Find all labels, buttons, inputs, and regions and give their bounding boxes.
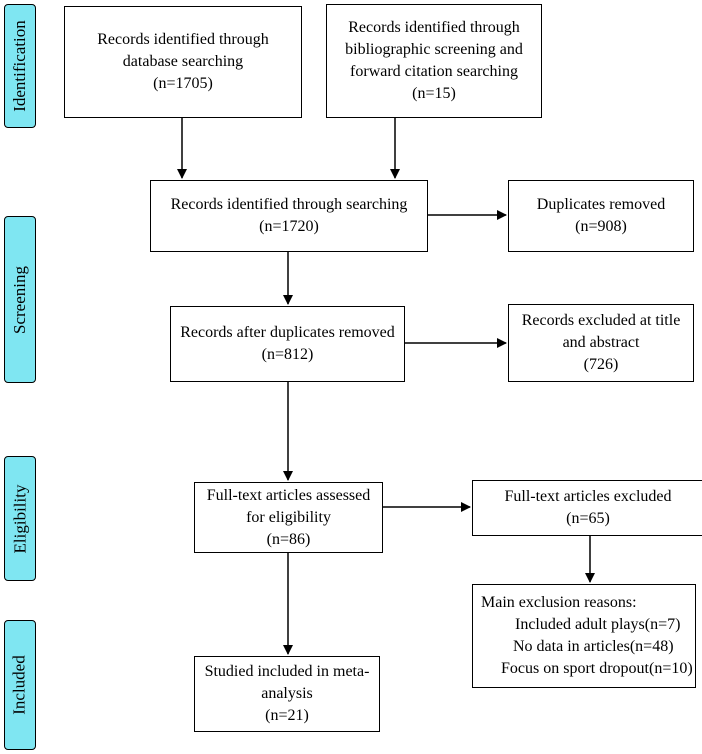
after-duplicates-count: (n=812) xyxy=(261,346,314,363)
included-line-1: Studied included in meta- xyxy=(204,663,370,680)
box-main-exclusion-reasons: Main exclusion reasons: Included adult p… xyxy=(472,584,696,688)
fulltext-assessed-count: (n=86) xyxy=(266,530,311,548)
bibliographic-line-2: bibliographic screening and xyxy=(345,41,523,58)
phase-label-screening: Screening xyxy=(4,216,36,383)
box-records-identified-searching: Records identified through searching (n=… xyxy=(150,180,428,252)
box-duplicates-removed: Duplicates removed (n=908) xyxy=(508,180,694,252)
phase-label-eligibility: Eligibility xyxy=(4,456,36,581)
box-fulltext-assessed: Full-text articles assessed for eligibil… xyxy=(194,482,383,553)
included-line-2: analysis xyxy=(261,685,313,702)
excluded-title-count: (726) xyxy=(583,356,619,373)
bibliographic-line-3: forward citation searching xyxy=(350,63,518,80)
phase-label-identification: Identification xyxy=(4,4,36,128)
duplicates-line-1: Duplicates removed xyxy=(536,196,666,213)
exclusion-reason-item: No data in articles(n=48) xyxy=(513,638,674,655)
box-fulltext-excluded: Full-text articles excluded (n=65) xyxy=(472,480,702,536)
fulltext-excluded-count: (n=65) xyxy=(566,510,610,527)
box-studies-included-meta-analysis: Studied included in meta- analysis (n=21… xyxy=(194,656,380,732)
searching-count: (n=1720) xyxy=(259,218,319,235)
phase-label-included: Included xyxy=(4,620,36,750)
box-records-after-duplicates: Records after duplicates removed (n=812) xyxy=(170,306,405,382)
bibliographic-line-1: Records identified through xyxy=(348,19,520,36)
fulltext-assessed-line-2: for eligibility xyxy=(246,508,331,526)
excluded-title-line-2: and abstract xyxy=(562,334,640,351)
database-count: (n=1705) xyxy=(153,75,213,92)
box-database-searching: Records identified through database sear… xyxy=(64,6,302,118)
excluded-title-line-1: Records excluded at title xyxy=(521,312,681,329)
searching-line-1: Records identified through searching xyxy=(170,196,408,213)
fulltext-assessed-line-1: Full-text articles assessed xyxy=(206,486,371,504)
database-line-1: Records identified through xyxy=(97,31,269,48)
after-duplicates-line-1: Records after duplicates removed xyxy=(180,324,395,341)
bibliographic-count: (n=15) xyxy=(412,85,456,102)
duplicates-count: (n=908) xyxy=(575,218,627,235)
database-line-2: database searching xyxy=(122,53,244,70)
exclusion-reason-item: Focus on sport dropout(n=10) xyxy=(501,660,693,677)
exclusion-reasons-title: Main exclusion reasons: xyxy=(481,594,637,611)
box-bibliographic-screening: Records identified through bibliographic… xyxy=(326,4,542,118)
included-count: (n=21) xyxy=(265,707,309,724)
exclusion-reason-item: Included adult plays(n=7) xyxy=(515,616,681,633)
fulltext-excluded-line-1: Full-text articles excluded xyxy=(504,488,672,505)
box-records-excluded-title-abstract: Records excluded at title and abstract (… xyxy=(508,304,694,382)
